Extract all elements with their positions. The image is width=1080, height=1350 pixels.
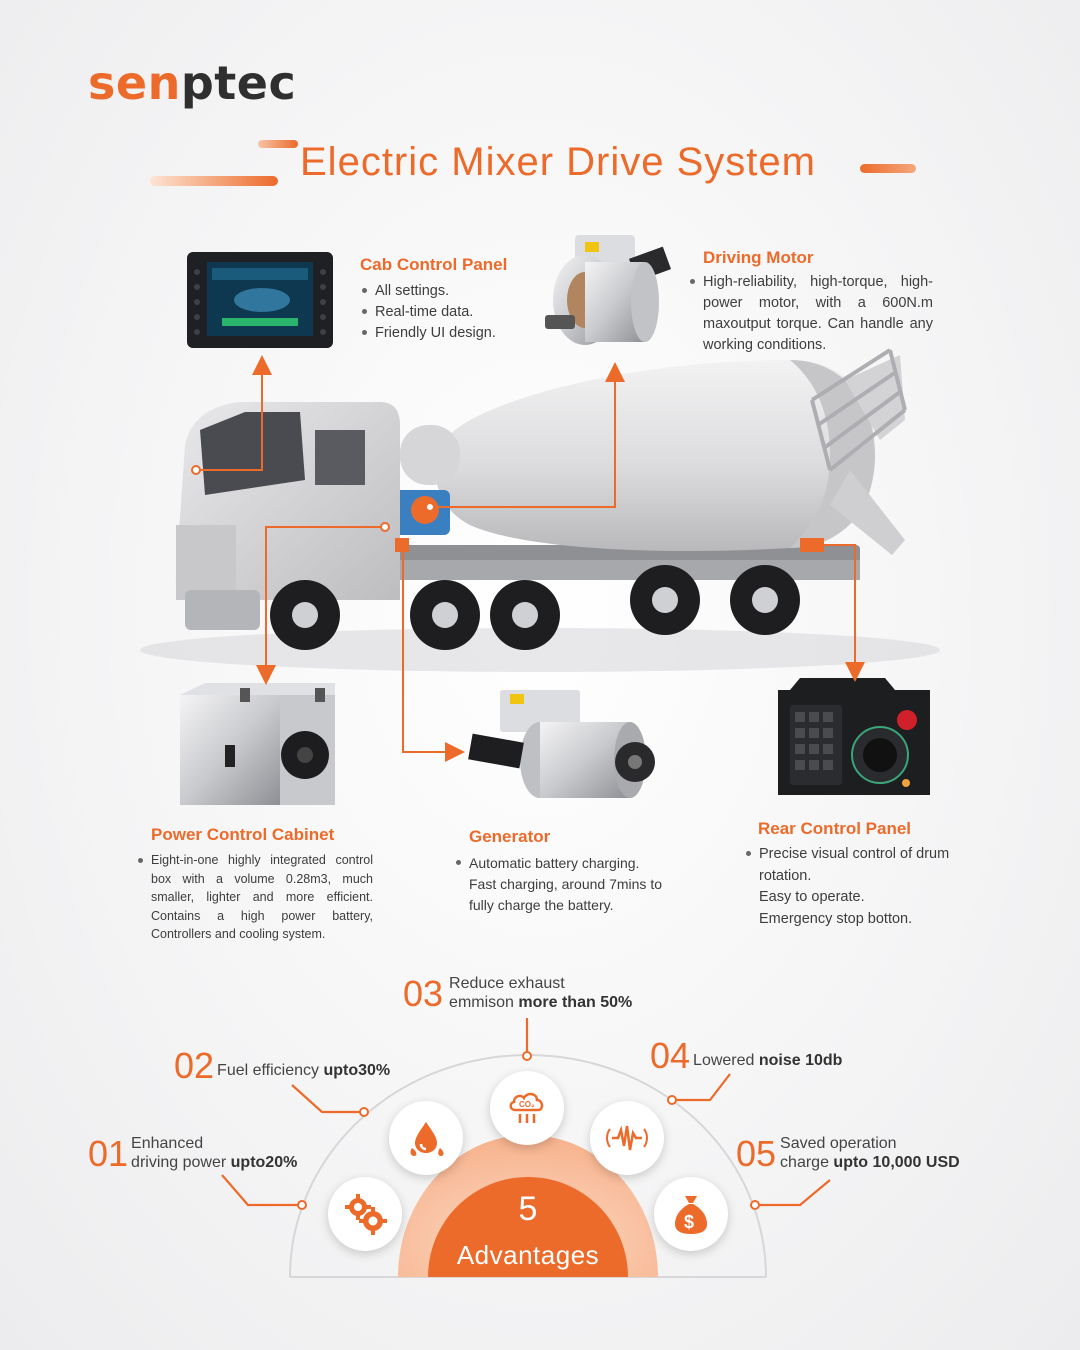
rear-control-panel-image	[778, 678, 930, 795]
advantage-05: 05 Saved operation charge upto 10,000 US…	[736, 1134, 960, 1174]
driving-motor-heading: Driving Motor	[703, 248, 814, 267]
cab-control-panel-block: Cab Control Panel All settings. Real-tim…	[360, 255, 570, 344]
title-bar-decoration	[150, 176, 278, 186]
money-bag-icon: $	[654, 1177, 728, 1251]
rear-control-panel-block: Rear Control Panel Precise visual contro…	[744, 819, 984, 930]
advantage-dot	[667, 1095, 677, 1105]
mixer-truck	[175, 348, 907, 650]
advantage-leader-lines	[221, 1018, 831, 1207]
advantage-highlight: upto20%	[230, 1154, 298, 1171]
advantage-number: 02	[174, 1045, 215, 1086]
connector-lines	[196, 355, 865, 762]
driving-motor-block: Driving Motor High-reliability, high-tor…	[688, 248, 933, 356]
advantages-label: Advantages	[456, 1240, 600, 1270]
cab-control-panel-image	[187, 252, 333, 348]
svg-text:$: $	[684, 1212, 694, 1232]
advantage-01: 01 Enhanced driving power upto20%	[88, 1134, 297, 1174]
truck-shadow	[140, 628, 940, 672]
advantage-text: driving power	[131, 1154, 231, 1171]
title-bar-decoration	[258, 140, 298, 148]
advantage-text: emmison	[449, 994, 519, 1011]
power-control-cabinet-block: Power Control Cabinet Eight-in-one highl…	[136, 825, 373, 944]
co2-icon: CO₂	[490, 1071, 564, 1145]
fuel-drop-icon	[389, 1101, 463, 1175]
advantage-highlight: upto 10,000 USD	[833, 1154, 960, 1171]
power-control-cabinet-heading: Power Control Cabinet	[151, 825, 335, 844]
advantage-dot	[522, 1051, 532, 1061]
noise-wave-icon	[590, 1101, 664, 1175]
power-control-cabinet-text: Eight-in-one highly integrated control b…	[136, 851, 373, 944]
advantage-highlight: noise 10db	[758, 1052, 843, 1069]
rear-text: Precise visual control of drum rotation.	[744, 844, 984, 887]
advantage-text: charge	[780, 1154, 834, 1171]
generator-text: Automatic battery charging.	[454, 853, 674, 874]
advantage-02: 02 Fuel efficiency upto30%	[174, 1046, 390, 1086]
driving-motor-text: High-reliability, high-torque, high-powe…	[688, 272, 933, 356]
page-title: Electric Mixer Drive System	[300, 140, 816, 184]
power-control-cabinet-image	[180, 683, 335, 805]
generator-text: Fast charging, around 7mins to fully cha…	[469, 876, 662, 913]
cab-control-panel-heading: Cab Control Panel	[360, 255, 508, 274]
advantage-03: 03 Reduce exhaust emmison more than 50%	[403, 974, 632, 1014]
advantage-04: 04 Lowered noise 10db	[650, 1036, 842, 1076]
advantage-dot	[297, 1200, 307, 1210]
advantage-text: Saved operation	[780, 1135, 897, 1152]
rear-text: Emergency stop botton.	[759, 910, 913, 927]
cab-item: Friendly UI design.	[360, 323, 570, 344]
svg-text:CO₂: CO₂	[519, 1100, 535, 1109]
generator-image	[468, 690, 655, 798]
advantages-arc	[289, 1054, 767, 1278]
generator-heading: Generator	[469, 827, 551, 846]
advantage-text: Fuel efficiency	[217, 1062, 324, 1079]
driving-motor-image	[545, 235, 672, 345]
advantage-number: 03	[403, 973, 444, 1014]
mixer-drum	[435, 360, 875, 552]
advantage-dot	[359, 1107, 369, 1117]
advantage-highlight: more than 50%	[518, 994, 633, 1011]
advantage-text: Lowered	[693, 1052, 759, 1069]
advantage-text: Reduce exhaust	[449, 975, 565, 992]
cab-item: Real-time data.	[360, 302, 570, 323]
advantage-dot	[750, 1200, 760, 1210]
gears-icon	[328, 1177, 402, 1251]
advantage-number: 01	[88, 1133, 129, 1174]
advantage-text: Enhanced	[131, 1135, 204, 1152]
generator-block: Generator Automatic battery charging. Fa…	[454, 827, 674, 916]
title-bar-decoration	[860, 164, 916, 173]
advantage-number: 05	[736, 1133, 777, 1174]
advantage-highlight: upto30%	[323, 1062, 391, 1079]
senptec-logo: senptec	[88, 56, 297, 110]
rear-control-panel-heading: Rear Control Panel	[758, 819, 912, 838]
advantage-number: 04	[650, 1035, 691, 1076]
rear-text: Easy to operate.	[759, 889, 865, 905]
cab-item: All settings.	[360, 281, 570, 302]
advantages-count: 5	[518, 1190, 538, 1228]
